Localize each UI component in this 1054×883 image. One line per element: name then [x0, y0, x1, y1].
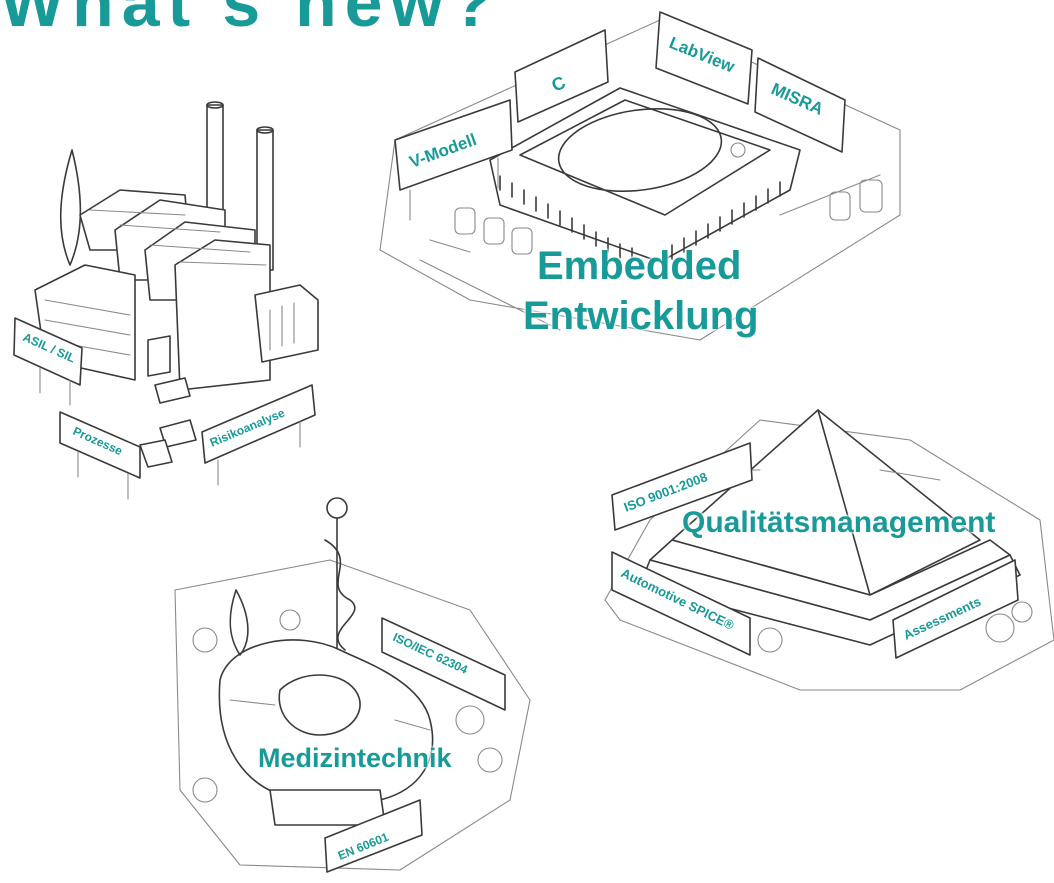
quality-title: Qualitätsmanagement [682, 506, 996, 539]
sign-v-modell: V-Modell [394, 99, 513, 221]
embedded-title-line1: Embedded [537, 244, 742, 288]
page-headline: What's new? [0, 0, 501, 41]
sign-misra: MISRA [754, 57, 846, 153]
embedded-title-line2: Entwicklung [523, 294, 759, 338]
sign-c: C [514, 29, 609, 123]
chip-icon [489, 87, 801, 263]
medical-title: Medizintechnik [258, 743, 452, 773]
hospital-building-icon [192, 589, 503, 826]
medical-area-ground [174, 559, 531, 871]
sign-prozesse: Prozesse [59, 411, 141, 500]
caduceus-icon [324, 497, 356, 661]
sign-en-60601: EN 60601 [324, 799, 423, 873]
sign-labview: LabView [655, 11, 753, 105]
sign-asil-sil: ASIL / SIL [13, 317, 83, 406]
parked-cars [454, 179, 883, 255]
factory-icon [34, 101, 319, 468]
sign-risikoanalyse: Risikoanalyse [201, 384, 316, 486]
